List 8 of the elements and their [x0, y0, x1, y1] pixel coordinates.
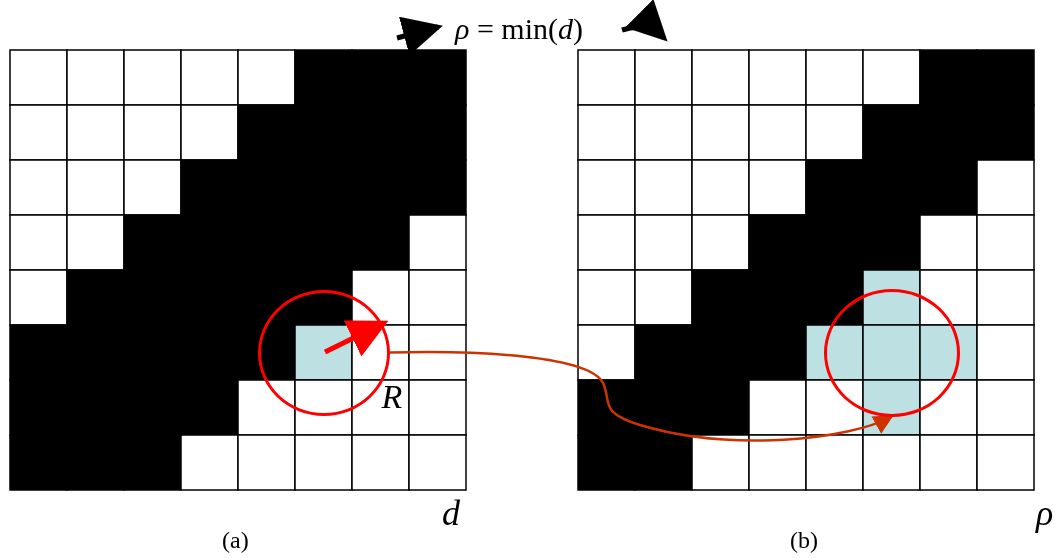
- variable-label: R: [381, 379, 403, 414]
- panel-label: (a): [222, 528, 249, 552]
- panel-label: (b): [790, 528, 818, 552]
- curved-arrow: [389, 350, 894, 442]
- variable-label: ρ: [1036, 495, 1054, 531]
- circle-marker: [823, 288, 960, 417]
- variable-label: d: [442, 495, 460, 531]
- formula-title: ρ = min(d): [455, 14, 583, 44]
